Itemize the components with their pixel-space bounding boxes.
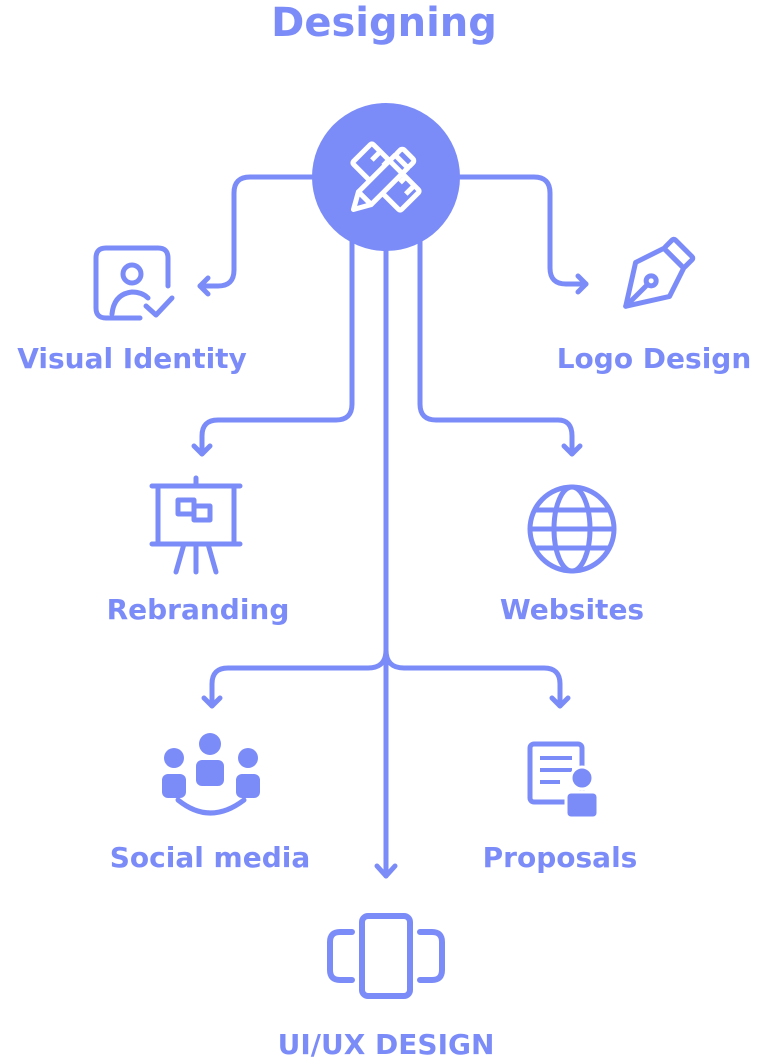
arrowhead-ui-ux (374, 863, 398, 879)
connector-logo-design (445, 174, 589, 287)
profile-check-icon (93, 245, 175, 321)
item-label-ui-ux-design: UI/UX DESIGN (278, 1028, 495, 1059)
item-label-visual-identity: Visual Identity (17, 342, 247, 375)
diagram-title: Designing (271, 0, 497, 46)
arrowhead-proposals (549, 695, 571, 709)
globe-icon (527, 484, 617, 574)
arrowhead-social-media (201, 695, 223, 709)
item-label-logo-design: Logo Design (557, 342, 752, 375)
item-label-rebranding: Rebranding (107, 593, 290, 626)
arrowhead-rebranding (191, 443, 213, 457)
devices-icon (327, 913, 445, 999)
hub-node (312, 103, 460, 251)
presentation-board-icon (149, 475, 243, 575)
arrowhead-websites (561, 443, 583, 457)
connector-social-media (209, 647, 389, 709)
item-label-proposals: Proposals (483, 841, 638, 874)
connectors (191, 174, 589, 879)
document-person-icon (527, 741, 600, 820)
connector-rebranding (199, 237, 355, 457)
item-label-social-media: Social media (110, 841, 311, 874)
connector-websites (417, 237, 575, 457)
connector-visual-identity (197, 174, 323, 289)
ruler-pencil-icon (350, 141, 422, 213)
pen-nib-icon (623, 236, 696, 309)
arrowhead-visual-identity (197, 275, 211, 297)
item-label-websites: Websites (500, 593, 644, 626)
people-group-icon (162, 733, 260, 816)
connector-proposals (383, 647, 563, 709)
arrowhead-logo-design (575, 273, 589, 295)
